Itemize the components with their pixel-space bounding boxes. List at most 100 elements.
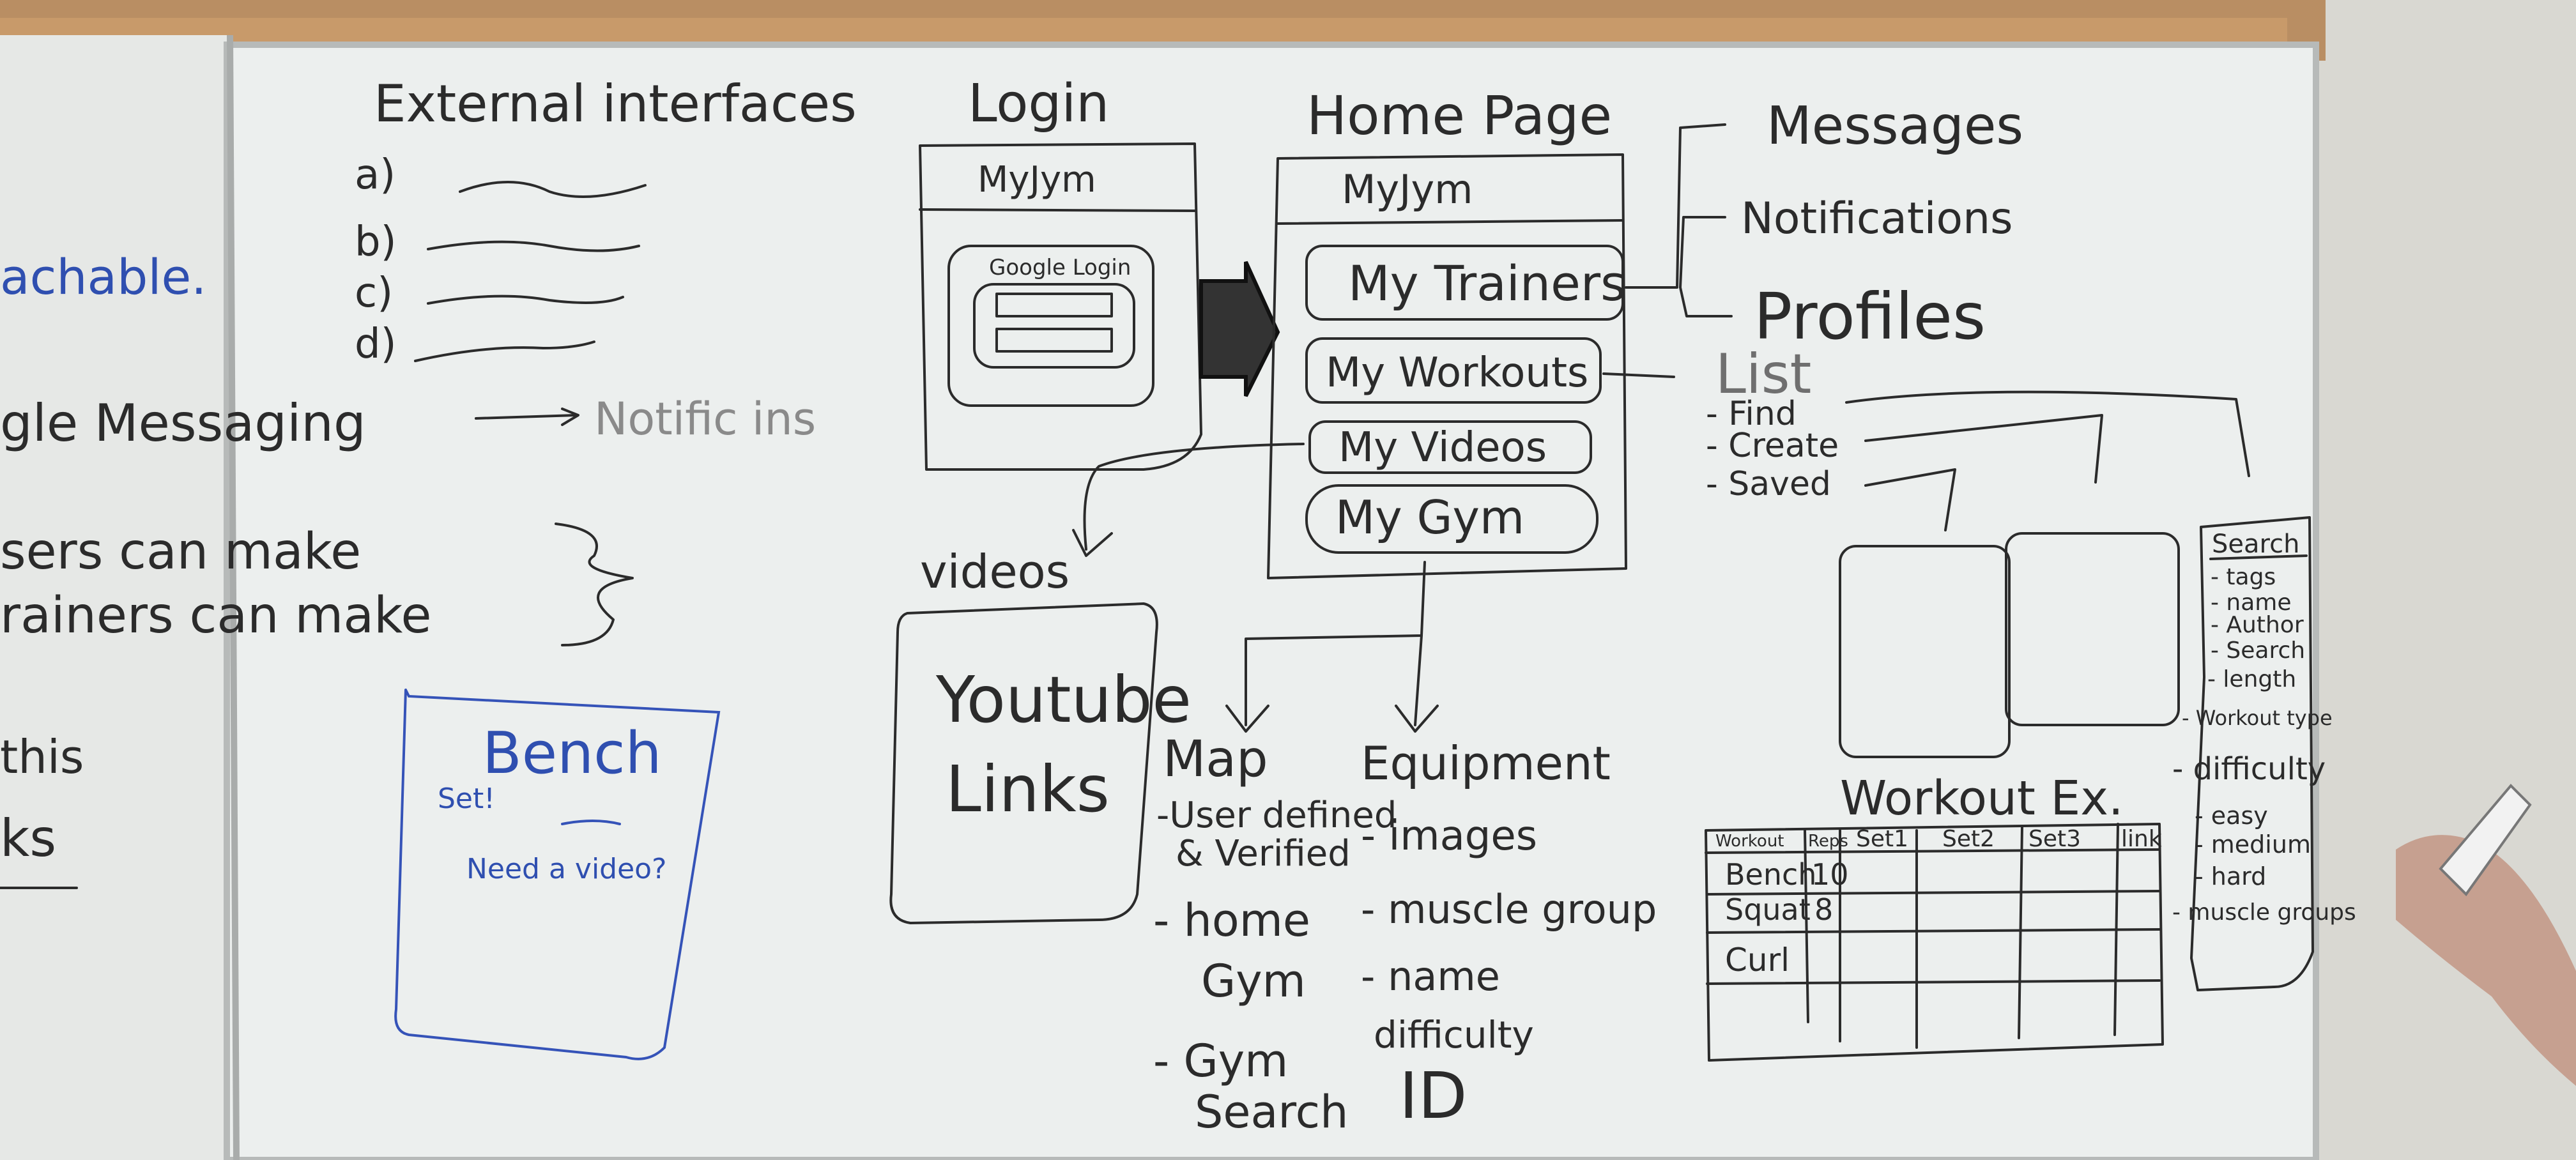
brace: [555, 523, 634, 646]
menu-connectors: [1625, 123, 1733, 317]
list-card-2: [2005, 532, 2180, 726]
equipment-item-2: - muscle group: [1361, 886, 1657, 933]
arrow-head: [1395, 705, 1439, 733]
search-item-length: - length: [2207, 666, 2296, 692]
squiggle-a: [459, 181, 647, 198]
search-frame: [2190, 516, 2314, 991]
search-panel: Search - tags - name - Author - Search -…: [2172, 516, 2356, 991]
hand: [2396, 835, 2576, 1086]
bench-squiggle: [561, 820, 621, 825]
btn-my-gym-label: My Gym: [1335, 491, 1524, 544]
squiggle-d: [414, 340, 595, 362]
arrow-head: [1225, 705, 1269, 733]
list-connector: [1602, 372, 1675, 378]
marker: [2439, 784, 2532, 897]
equipment-title: Equipment: [1361, 736, 1611, 790]
btn-my-videos: [1308, 420, 1592, 474]
map-item-4: Gym: [1201, 955, 1306, 1007]
connector-equipment: [1414, 634, 1423, 726]
login-frame: [919, 142, 1202, 471]
equipment-item-1: - images: [1361, 813, 1537, 860]
interface-c: c): [355, 270, 393, 317]
menu-profiles: Profiles: [1754, 279, 1986, 354]
board-divider: [227, 34, 240, 1160]
th-set1: Set1: [1856, 826, 1908, 852]
search-item-type: - Workout type: [2182, 706, 2333, 730]
btn-my-gym: [1305, 484, 1598, 554]
table-row-line: [1706, 928, 2161, 934]
left-panel: achable. gle Messaging sers can make rai…: [0, 248, 816, 889]
table-row-line: [1706, 979, 2161, 985]
bench-card: Bench Set! Need a video?: [394, 689, 721, 1060]
list-create: - Create: [1706, 427, 1839, 465]
map-item-1: -User defined: [1156, 795, 1397, 836]
th-reps: Reps: [1808, 832, 1848, 851]
list-find: - Find: [1706, 395, 1797, 433]
map-title: Map: [1163, 731, 1268, 788]
search-item-muscle: - muscle groups: [2172, 899, 2356, 926]
login-password-field: [995, 328, 1113, 353]
search-item-author: - Author: [2211, 612, 2304, 638]
videos-frame: [889, 602, 1158, 924]
workout-title: Workout Ex.: [1840, 771, 2124, 826]
login-form: [973, 283, 1135, 369]
home-page-wireframe: Home Page MyJym My Trainers My Workouts …: [1225, 84, 1627, 733]
table-col-line: [1804, 829, 1809, 1023]
connector-map: [1245, 561, 1426, 726]
menu-messages: Messages: [1767, 96, 2023, 156]
saved-arrow: [1864, 468, 1956, 531]
menu-list: List: [1715, 342, 1811, 406]
row-1-workout: Bench: [1725, 857, 1816, 892]
external-interfaces: External interfaces a) b) c) d): [355, 74, 857, 368]
workout-table: Workout Ex. Workout Reps Set1 Set2 Set3 …: [1705, 771, 2164, 1062]
home-app-name: MyJym: [1342, 166, 1473, 213]
btn-my-trainers-label: My Trainers: [1348, 255, 1626, 312]
btn-my-workouts: [1305, 337, 1602, 404]
videos-youtube: Youtube: [935, 662, 1192, 737]
left-line-5: this: [0, 730, 84, 784]
external-interfaces-title: External interfaces: [374, 74, 857, 134]
interface-d: d): [355, 321, 397, 368]
list-card-1: [1839, 545, 2011, 758]
table-header-line: [1705, 848, 2161, 854]
equipment-item-3: - name: [1361, 953, 1500, 1000]
bench-set: Set!: [438, 782, 495, 815]
home-header-line: [1276, 219, 1624, 225]
search-item-medium: - medium: [2195, 830, 2311, 859]
login-title: Login: [968, 73, 1109, 134]
interface-a: a): [355, 151, 395, 199]
interface-b: b): [355, 218, 397, 266]
search-item-tags: - tags: [2211, 564, 2276, 590]
squiggle-b: [427, 240, 640, 252]
login-app-name: MyJym: [977, 159, 1096, 201]
btn-my-trainers: [1305, 245, 1624, 321]
search-item-name: - name: [2211, 590, 2292, 616]
left-line-2: gle Messaging: [0, 393, 366, 453]
arrow-head: [1072, 529, 1113, 557]
home-frame: [1267, 153, 1627, 579]
th-set2: Set2: [1942, 826, 1995, 852]
row-3-workout: Curl: [1725, 942, 1790, 979]
left-line-1: achable.: [0, 248, 206, 305]
search-item-hard: - hard: [2195, 862, 2266, 890]
bench-frame: [394, 689, 721, 1060]
hand-with-marker: [2396, 784, 2576, 1086]
left-line-3: sers can make: [0, 523, 361, 581]
map-equipment: Map -User defined & Verified - home Gym …: [1153, 731, 1657, 1138]
login-panel: [947, 245, 1154, 407]
home-title: Home Page: [1307, 84, 1612, 147]
bench-note: Need a video?: [466, 853, 666, 885]
table-col-line: [2113, 823, 2119, 1036]
map-item-2: & Verified: [1176, 833, 1351, 874]
menu-notifications: Notifications: [1741, 194, 2013, 244]
table-col-line: [2018, 826, 2023, 1039]
map-item-6: Search: [1195, 1086, 1349, 1138]
create-arrow: [1864, 414, 2103, 484]
th-workout: Workout: [1715, 832, 1784, 851]
google-login-label: Google Login: [989, 255, 1131, 280]
main-whiteboard: [224, 42, 2319, 1160]
videos-wireframe: videos Youtube Links: [889, 443, 1305, 924]
bench-title: Bench: [482, 720, 662, 787]
login-wireframe: Login MyJym Google Login: [919, 73, 1202, 471]
